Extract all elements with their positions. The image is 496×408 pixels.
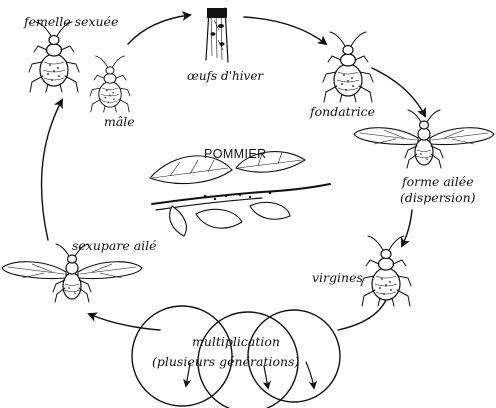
cycle-arrows [42,15,425,330]
stage-label-ailee-line1: forme ailée [401,174,474,189]
arrow-male-to-eggs [128,15,190,44]
stage-label-sexupare: sexupare ailé [72,238,157,253]
arrow-sexupare-to-femelle [42,100,62,240]
multiplication-label-line2: (plusieurs générations) [152,354,299,369]
stage-label-femelle: femelle sexuée [23,14,118,29]
stage-label-fondatrice: fondatrice [309,104,375,119]
virgines-aphid-icon [361,236,411,306]
center-label-pommier: POMMIER [204,147,267,161]
apple-branch-icon [150,152,330,236]
fondatrice-aphid-icon [323,32,373,102]
stage-label-oeufs: œufs d'hiver [187,69,264,83]
male-aphid-icon [90,56,130,112]
stage-label-male: mâle [104,114,135,129]
winter-eggs-bark-icon [206,8,228,62]
arrow-fondatrice-to-ailee [372,68,425,116]
arrow-multiplication-to-sexupare [89,314,160,330]
femelle-sexuee-aphid-icon [29,22,79,92]
arrow-eggs-to-fondatrice [244,17,326,44]
stage-label-virgines: virgines [312,270,363,285]
multiplication-label-line1: multiplication [192,334,280,349]
stage-label-ailee-line2: (dispersion) [400,190,476,205]
arrow-ailee-to-virgines [402,210,412,246]
